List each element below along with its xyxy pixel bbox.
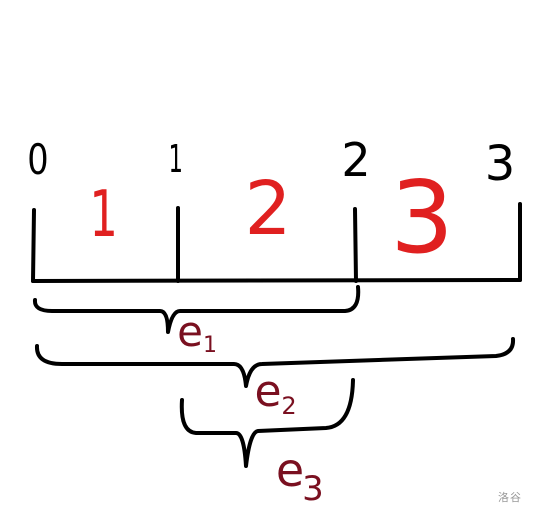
edge-label-e2: e 2 <box>254 366 296 420</box>
tick-0 <box>31 208 36 283</box>
edge-letter: e <box>276 443 304 497</box>
brace-e2 <box>34 337 516 388</box>
edge-letter: e <box>177 307 203 356</box>
brace-e1 <box>32 285 361 334</box>
point-label-0: 0 <box>27 135 48 184</box>
edge-subscript: 1 <box>203 333 217 358</box>
edge-subscript: 2 <box>281 392 296 420</box>
edge-letter: e <box>254 366 281 417</box>
edge-label-e1: e 1 <box>177 307 217 358</box>
watermark: 洛谷 <box>498 491 522 504</box>
segment-label-1: 1 <box>89 178 118 252</box>
tick-2 <box>353 207 358 283</box>
segment-label-3: 3 <box>390 159 454 276</box>
point-label-3: 3 <box>485 136 516 192</box>
segment-label-2: 2 <box>244 166 291 252</box>
point-label-2: 2 <box>341 133 370 187</box>
brace-e3 <box>179 378 355 468</box>
number-line <box>31 278 522 283</box>
edge-label-e3: e 3 <box>276 443 324 509</box>
edge-subscript: 3 <box>302 469 324 509</box>
point-label-1: 1 <box>169 138 184 182</box>
